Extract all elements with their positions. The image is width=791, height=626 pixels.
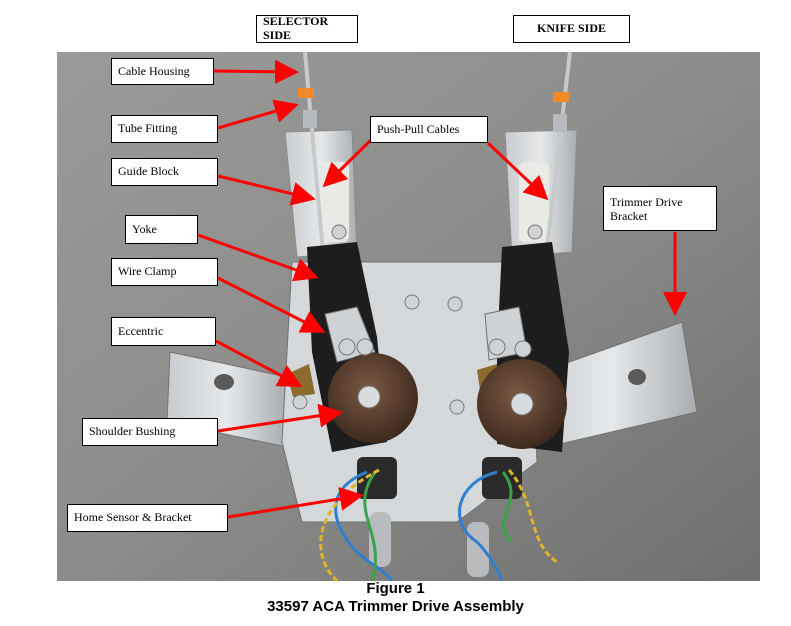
label-cable-housing: Cable Housing: [111, 58, 214, 85]
flange-hole-left: [214, 374, 234, 390]
label-yoke: Yoke: [125, 215, 198, 244]
label-guide-block: Guide Block: [111, 158, 218, 186]
tube-fitting-right: [553, 92, 569, 102]
trimmer-drive-bracket-line1: Trimmer Drive: [610, 195, 683, 209]
fitting-nut-right: [553, 114, 567, 132]
screw: [338, 338, 356, 356]
wire-bundle-left: [319, 468, 380, 581]
screw: [514, 340, 532, 358]
sensor-bracket-right: [467, 522, 489, 577]
screw: [449, 399, 465, 415]
home-sensor-left: [357, 457, 397, 499]
label-tube-fitting: Tube Fitting: [111, 115, 218, 143]
label-eccentric: Eccentric: [111, 317, 216, 346]
label-shoulder-bushing: Shoulder Bushing: [82, 418, 218, 446]
label-wire-clamp: Wire Clamp: [111, 258, 218, 286]
screw: [404, 294, 420, 310]
bushing-screw-left: [357, 385, 381, 409]
wire-bundle-right: [458, 470, 504, 581]
figure-title: 33597 ACA Trimmer Drive Assembly: [267, 598, 524, 615]
bushing-screw-right: [510, 392, 534, 416]
header-knife-side: KNIFE SIDE: [513, 15, 630, 43]
label-home-sensor-bracket: Home Sensor & Bracket: [67, 504, 228, 532]
trimmer-drive-bracket-line2: Bracket: [610, 208, 648, 223]
header-selector-side: SELECTOR SIDE: [256, 14, 358, 43]
screw: [447, 296, 463, 312]
wire-bundle-right: [507, 469, 558, 564]
screw: [292, 394, 308, 410]
label-trimmer-drive-bracket: Trimmer Drive Bracket: [603, 186, 717, 231]
screw: [527, 224, 543, 240]
label-push-pull-cables: Push-Pull Cables: [370, 116, 488, 143]
screw: [488, 338, 506, 356]
fitting-nut-left: [303, 110, 317, 128]
screw: [356, 338, 374, 356]
wire-bundle-left: [363, 471, 377, 581]
figure-number: Figure 1: [366, 580, 425, 597]
tube-fitting-left: [298, 88, 314, 98]
flange-hole-right: [628, 369, 646, 385]
wire-bundle-right: [501, 471, 514, 544]
screw: [331, 224, 347, 240]
